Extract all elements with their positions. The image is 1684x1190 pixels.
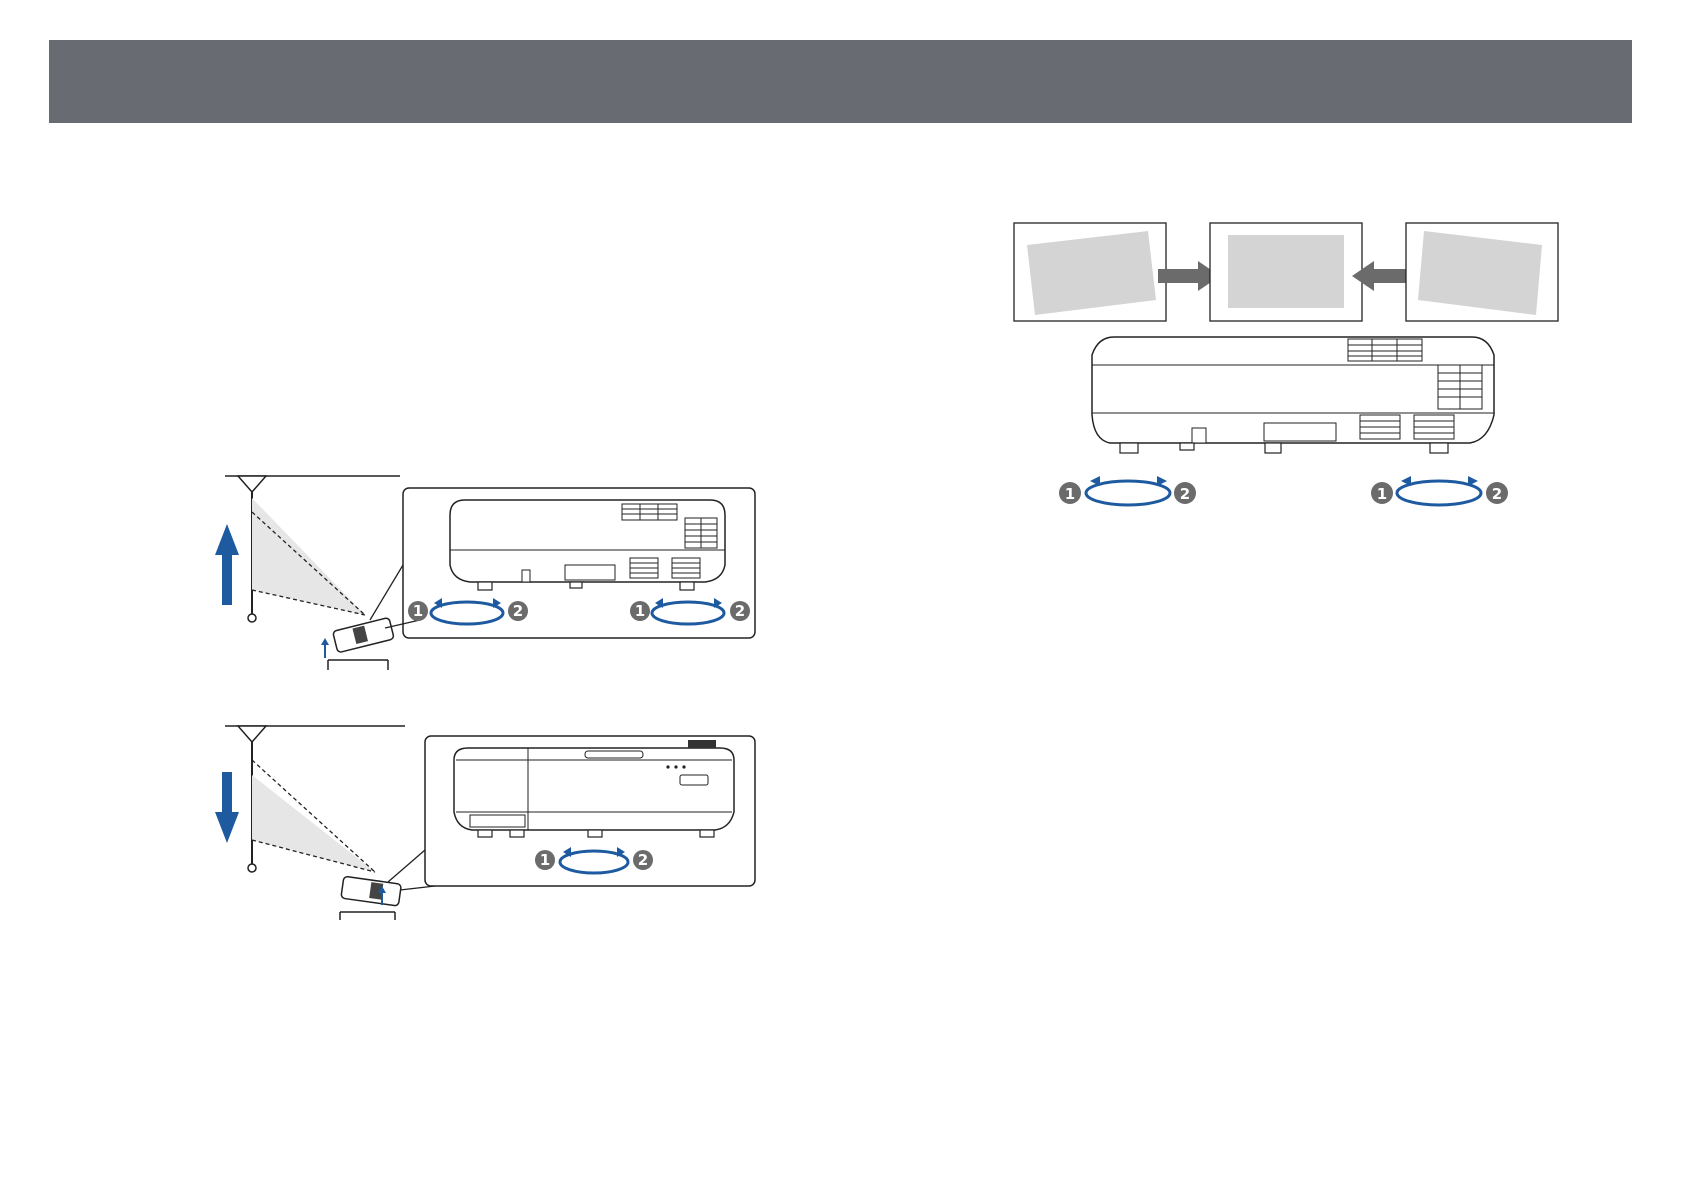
svg-text:1: 1	[1065, 485, 1075, 503]
step-marker-2: 2	[633, 850, 653, 870]
rotate-left-foot-icon	[1086, 476, 1170, 505]
arrow-up-icon	[215, 524, 239, 605]
svg-text:1: 1	[413, 602, 423, 620]
step-marker-1: 1	[535, 850, 555, 870]
svg-text:2: 2	[1180, 485, 1190, 503]
step-marker-2: 2	[730, 601, 750, 621]
step-marker-1: 1	[630, 601, 650, 621]
svg-text:2: 2	[513, 602, 523, 620]
raise-image-illustration: 1 2 1 2	[210, 470, 770, 670]
svg-text:2: 2	[735, 602, 745, 620]
svg-text:1: 1	[1377, 485, 1387, 503]
step-marker-2: 2	[508, 601, 528, 621]
header-bar	[49, 40, 1632, 123]
svg-text:2: 2	[1492, 485, 1502, 503]
step-marker-2: 2	[1174, 482, 1196, 504]
arrow-down-icon	[215, 772, 239, 843]
step-marker-1: 1	[408, 601, 428, 621]
lower-image-illustration: 1 2	[210, 720, 770, 920]
tilted-right-screen	[1406, 223, 1558, 321]
svg-text:1: 1	[540, 851, 550, 869]
horizontal-tilt-illustration: 1 2 1 2	[1010, 215, 1570, 515]
tilted-left-screen	[1014, 223, 1166, 321]
step-marker-1: 1	[1059, 482, 1081, 504]
rotate-right-foot-icon	[1397, 476, 1481, 505]
step-marker-2: 2	[1486, 482, 1508, 504]
svg-text:2: 2	[638, 851, 648, 869]
step-marker-1: 1	[1371, 482, 1393, 504]
level-screen	[1210, 223, 1362, 321]
svg-text:1: 1	[635, 602, 645, 620]
